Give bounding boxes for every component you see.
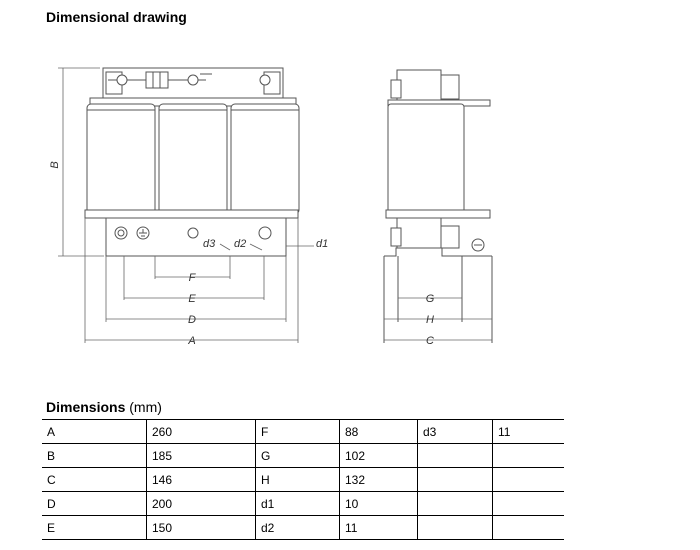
- table-row: A 260 F 88 d3 11: [42, 419, 564, 444]
- section-heading: Dimensional drawing: [46, 9, 187, 25]
- table-row: C 146 H 132: [42, 467, 564, 492]
- label-H: H: [426, 314, 434, 326]
- side-view: [383, 69, 493, 343]
- front-dimension-lines: [58, 67, 314, 343]
- front-view: [84, 67, 300, 257]
- label-d2: d2: [234, 238, 246, 250]
- label-C: C: [426, 335, 434, 347]
- dimension-labels: B F E D A d3 d2 d1 G H C: [49, 161, 435, 347]
- dimensional-drawing: B F E D A d3 d2 d1 G H C: [49, 67, 493, 347]
- dimensions-table: A 260 F 88 d3 11 B 185 G 102 C 146 H 132…: [42, 419, 564, 540]
- label-d1: d1: [316, 238, 328, 250]
- label-d3: d3: [203, 238, 216, 250]
- dimensions-title: Dimensions (mm): [46, 399, 162, 415]
- table-row: E 150 d2 11: [42, 515, 564, 540]
- label-F: F: [189, 272, 197, 284]
- side-dimension-lines: [384, 297, 492, 341]
- label-B: B: [49, 161, 61, 168]
- label-G: G: [426, 293, 435, 305]
- table-row: B 185 G 102: [42, 443, 564, 468]
- label-D: D: [188, 314, 196, 326]
- table-row: D 200 d1 10: [42, 491, 564, 516]
- label-A: A: [187, 335, 195, 347]
- label-E: E: [188, 293, 196, 305]
